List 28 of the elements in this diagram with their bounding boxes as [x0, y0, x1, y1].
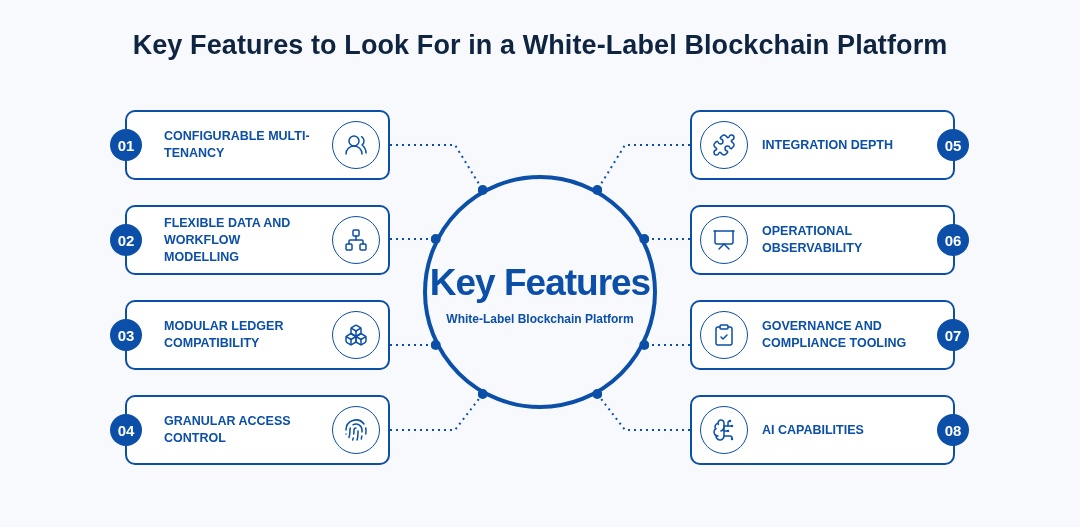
number-badge: 08 — [937, 414, 969, 446]
number-badge: 05 — [937, 129, 969, 161]
title: Key Features to Look For in a White-Label Blockchain Platform — [132, 30, 948, 61]
feature-label: GRANULAR ACCESS CONTROL — [164, 413, 292, 447]
feature-label: GOVERNANCE AND COMPLIANCE TOOLING — [762, 318, 908, 352]
feature-label: INTEGRATION DEPTH — [762, 136, 895, 154]
dotted-connector — [592, 144, 691, 195]
feature-label: FLEXIBLE DATA AND WORKFLOW MODELLING — [164, 214, 292, 266]
dotted-connector — [389, 389, 488, 431]
number-badge: 04 — [110, 414, 142, 446]
dotted-connector — [389, 340, 441, 350]
feature-label: AI CAPABILITIES — [762, 421, 865, 439]
center-heading: Key Features — [429, 262, 651, 304]
number-badge: 02 — [110, 224, 142, 256]
number-badge: 03 — [110, 319, 142, 351]
number-badge: 01 — [110, 129, 142, 161]
dotted-connector — [639, 234, 691, 244]
number-badge: 07 — [937, 319, 969, 351]
feature-label: MODULAR LEDGER COMPATIBILITY — [164, 318, 285, 352]
dotted-connector — [639, 340, 691, 350]
feature-label: OPERATIONAL OBSERVABILITY — [762, 223, 864, 257]
dotted-connector — [389, 144, 488, 195]
center-subtitle: White-Label Blockchain Platform — [446, 312, 634, 326]
dotted-connector — [592, 389, 691, 431]
feature-label: CONFIGURABLE MULTI-TENANCY — [164, 128, 311, 162]
dotted-connector — [389, 234, 441, 244]
number-badge: 06 — [937, 224, 969, 256]
center-circle — [423, 175, 657, 409]
